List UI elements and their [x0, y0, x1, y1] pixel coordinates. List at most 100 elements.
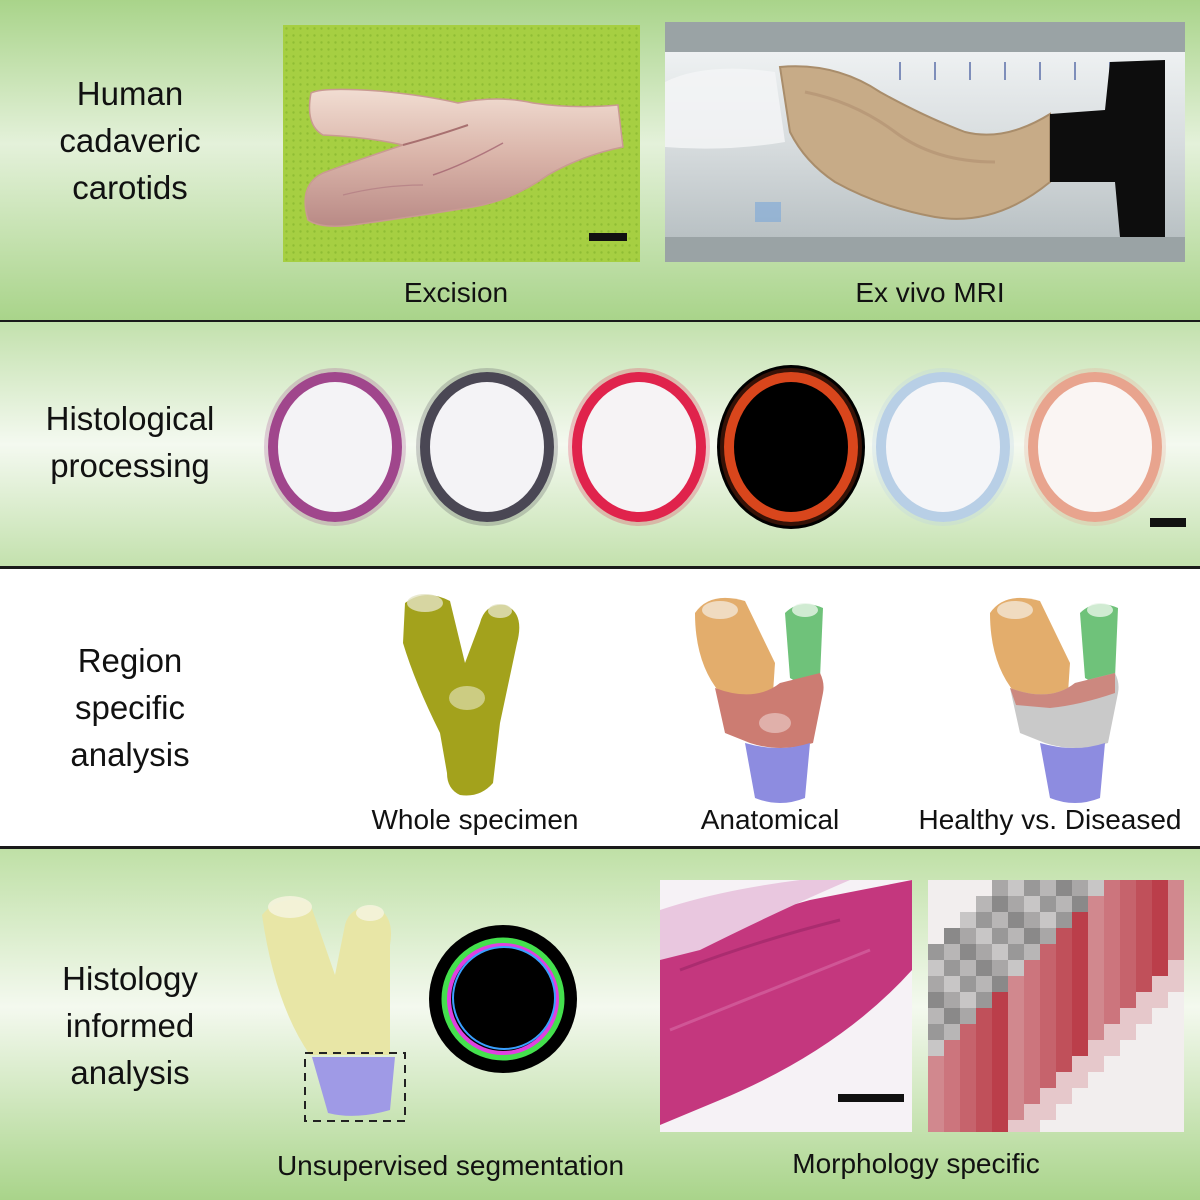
pixel-cell [1056, 1040, 1072, 1056]
pixel-cell [1008, 928, 1024, 944]
pixel-cell [1088, 1056, 1104, 1072]
pixel-cell [1040, 944, 1056, 960]
pixel-cell [992, 976, 1008, 992]
pixel-cell [1072, 976, 1088, 992]
pixel-cell [1120, 1008, 1136, 1024]
pixel-cell [1104, 1040, 1120, 1056]
hvd-ica [990, 597, 1070, 698]
pixel-cell [1152, 912, 1168, 928]
pixel-cell [928, 1040, 944, 1056]
pixel-cell [976, 1024, 992, 1040]
pixel-cell [1024, 1008, 1040, 1024]
pixel-cell [1168, 880, 1184, 896]
row-divider-3 [0, 846, 1200, 849]
pixel-cell [1024, 880, 1040, 896]
pixel-cell [944, 992, 960, 1008]
pixel-cell [1056, 1008, 1072, 1024]
pixel-cell [1088, 1008, 1104, 1024]
pixel-morphology-map [928, 880, 1184, 1132]
pixel-cell [960, 960, 976, 976]
pixel-cell [1008, 880, 1024, 896]
pixel-cell [1008, 1056, 1024, 1072]
pixel-cell [976, 1120, 992, 1132]
pixel-cell [1024, 896, 1040, 912]
pixel-cell [992, 1024, 1008, 1040]
pixel-cell [1088, 928, 1104, 944]
pixel-cell [1024, 1120, 1040, 1132]
pixel-cell [944, 1104, 960, 1120]
hvd-eca [1080, 604, 1118, 683]
pixel-cell [1040, 912, 1056, 928]
stain-section-1 [264, 368, 406, 526]
pixel-cell [1072, 1024, 1088, 1040]
row-region-specific: Region specific analysis Whole specimen … [0, 569, 1200, 847]
pixel-cell [1056, 1088, 1072, 1104]
pixel-cell [976, 1040, 992, 1056]
row-divider-1 [0, 320, 1200, 323]
pixel-cell [928, 960, 944, 976]
pixel-cell [992, 992, 1008, 1008]
pixel-cell [1088, 880, 1104, 896]
stain-section-5 [872, 368, 1014, 526]
pixel-cell [992, 1120, 1008, 1132]
pixel-cell [1024, 912, 1040, 928]
pixel-cell [1072, 1040, 1088, 1056]
caption-anatomical: Anatomical [700, 804, 840, 835]
pixel-cell [1088, 960, 1104, 976]
pixel-cell [976, 1088, 992, 1104]
pixel-cell [1136, 912, 1152, 928]
pixel-cell [1008, 912, 1024, 928]
pixel-cell [1024, 1088, 1040, 1104]
row-histological-processing: Histological processing [0, 322, 1200, 567]
pixel-cell [1136, 928, 1152, 944]
pixel-cell [992, 880, 1008, 896]
pixel-cell [992, 944, 1008, 960]
pixel-cell [1008, 1120, 1024, 1132]
pixel-cell [1168, 896, 1184, 912]
row-title-histological-processing: Histological processing [45, 400, 215, 484]
pixel-cell [928, 1056, 944, 1072]
healthy-vs-diseased-render [990, 597, 1119, 803]
region-eca [785, 604, 823, 683]
row-excision-mri: Human cadaveric carotids [0, 0, 1200, 320]
pixel-cell [1056, 960, 1072, 976]
pixel-cell [1168, 976, 1184, 992]
caption-excision: Excision [403, 277, 509, 308]
pixel-cell [992, 1088, 1008, 1104]
pixel-cell [928, 1008, 944, 1024]
pixel-cell [1104, 880, 1120, 896]
pixel-cell [928, 1120, 944, 1132]
pixel-cell [1104, 976, 1120, 992]
hvd-diseased [1010, 673, 1115, 708]
pixel-cell [928, 1104, 944, 1120]
pixel-cell [944, 1088, 960, 1104]
pixel-cell [1056, 1072, 1072, 1088]
pixel-cell [1120, 944, 1136, 960]
pixel-cell [1120, 960, 1136, 976]
pixel-cell [928, 944, 944, 960]
pixel-cell [960, 944, 976, 960]
pixel-cell [1120, 976, 1136, 992]
pixel-cell [992, 912, 1008, 928]
pixel-cell [1024, 960, 1040, 976]
pixel-cell [1040, 1072, 1056, 1088]
hvd-cca [1040, 743, 1105, 803]
pixel-cell [992, 1056, 1008, 1072]
pixel-cell [1152, 976, 1168, 992]
pixel-cell [1040, 976, 1056, 992]
pixel-cell [944, 944, 960, 960]
pixel-cell [1152, 928, 1168, 944]
pixel-cell [960, 1088, 976, 1104]
stain-section-2 [416, 368, 558, 526]
excision-scale-bar [589, 233, 627, 241]
pixel-cell [976, 1072, 992, 1088]
stain-strip [264, 365, 1166, 529]
pixel-cell [1168, 960, 1184, 976]
pixel-cell [1088, 944, 1104, 960]
pixel-cell [1104, 896, 1120, 912]
pixel-cell [1024, 976, 1040, 992]
pixel-cell [1168, 944, 1184, 960]
histology-scale-bar [1150, 518, 1186, 527]
pixel-cell [1072, 928, 1088, 944]
histology-micrograph [660, 880, 912, 1132]
